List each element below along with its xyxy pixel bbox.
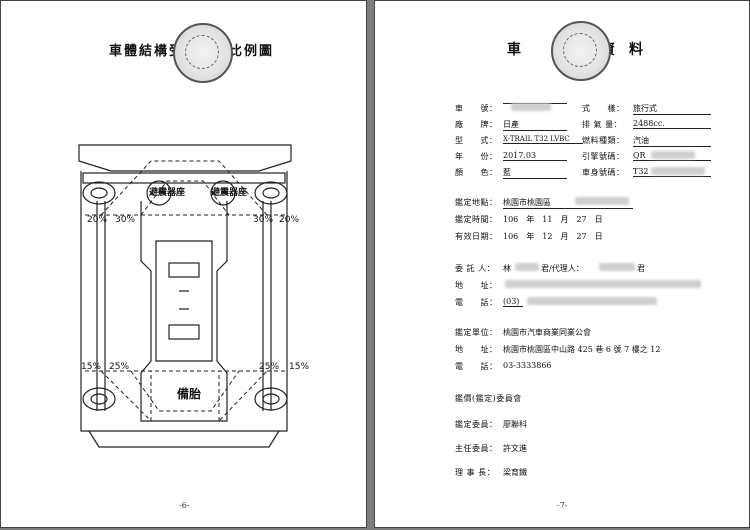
style-label: 式 樣： [582,104,625,113]
year-value: 2017.03 [503,151,567,161]
association-seal [173,23,233,83]
left-page: 車體結構受損折價比例圖 [0,0,367,528]
valid-date-value: 106 年 12 月 27 日 [503,232,603,241]
unit-phone-value: 03-3333866 [503,361,552,370]
percent-upper-right-outer: 20% [279,215,300,225]
right-page: 車 籍 資 料 車 號： 式 樣： 旅行式 廠 牌： 日產 排 氣 量： 248… [374,0,750,528]
percent-upper-left-outer: 20% [87,215,108,225]
unit-label: 鑑定單位： [455,328,498,337]
title-char-1: 車 [507,42,521,58]
appraisal-place-label: 鑑定地點： [455,198,498,207]
client-redaction [515,263,539,271]
agent-title: 君/代理人： [541,264,584,273]
agent-redaction [599,263,635,271]
percent-lower-left-outer: 15% [81,362,102,372]
left-shock-tower-label: 避震器座 [149,188,186,198]
chair-value: 許文進 [503,444,527,453]
unit-address-label: 地 址： [455,345,498,354]
president-value: 梁育鐵 [503,468,527,477]
agent-suffix: 君 [637,264,645,273]
appraisal-place-redaction [575,197,629,205]
fuel-label: 燃料種類： [582,136,625,145]
style-value: 旅行式 [633,103,711,115]
displacement-label: 排 氣 量： [582,120,623,129]
body-number-redaction [651,167,705,175]
model-label: 型 式： [455,136,498,145]
displacement-value: 2488cc. [633,119,711,129]
page-number-left: -6- [179,501,190,510]
engine-label: 引擎號碼： [582,152,625,161]
unit-address-value: 桃園市桃園區中山路 425 巷 6 號 7 樓之 12 [503,345,661,354]
color-value: 藍 [503,167,567,179]
client-address-label: 地 址： [455,281,498,290]
member-value: 廖聯科 [503,420,527,429]
client-value: 林 [503,264,511,273]
percent-lower-right-inner: 25% [259,362,280,372]
percent-upper-right-inner: 30% [253,215,274,225]
member-label: 鑑定委員： [455,420,498,429]
percent-lower-right-outer: 15% [289,362,310,372]
title-char-4: 料 [629,42,643,58]
client-label: 委 託 人： [455,264,496,273]
model-value: X-TRAIL T32 LVBC [503,135,583,144]
car-structure-diagram [78,144,292,448]
body-number-value: T32 [633,167,711,177]
plate-redaction [511,103,551,111]
percent-upper-left-inner: 30% [115,215,136,225]
chair-label: 主任委員： [455,444,498,453]
client-phone-value: (03) [503,297,523,307]
engine-value: QR [633,151,711,161]
appraisal-time-label: 鑑定時間： [455,215,498,224]
year-label: 年 份： [455,152,498,161]
right-shock-tower-label: 避震器座 [211,188,248,198]
president-label: 理 事 長： [455,468,496,477]
engine-redaction [651,151,695,159]
client-phone-redaction [527,297,657,305]
percent-lower-left-inner: 25% [109,362,130,372]
fuel-value: 汽油 [633,135,711,147]
committee-title: 鑑價(鑑定)委員會 [455,394,522,403]
brand-label: 廠 牌： [455,120,498,129]
appraisal-time-value: 106 年 11 月 27 日 [503,215,603,224]
plate-label: 車 號： [455,104,498,113]
color-label: 顏 色： [455,168,498,177]
unit-phone-label: 電 話： [455,362,498,371]
valid-date-label: 有效日期： [455,232,498,241]
association-seal-right [551,21,611,81]
spare-tire-label: 備胎 [177,387,202,401]
client-address-redaction [505,280,701,288]
brand-value: 日產 [503,119,567,131]
body-number-label: 車身號碼： [582,168,625,177]
appraisal-place-value: 桃園市桃園區 [503,197,633,209]
unit-value: 桃園市汽車商業同業公會 [503,328,591,337]
client-phone-label: 電 話： [455,298,498,307]
page-number-right: -7- [557,501,568,510]
